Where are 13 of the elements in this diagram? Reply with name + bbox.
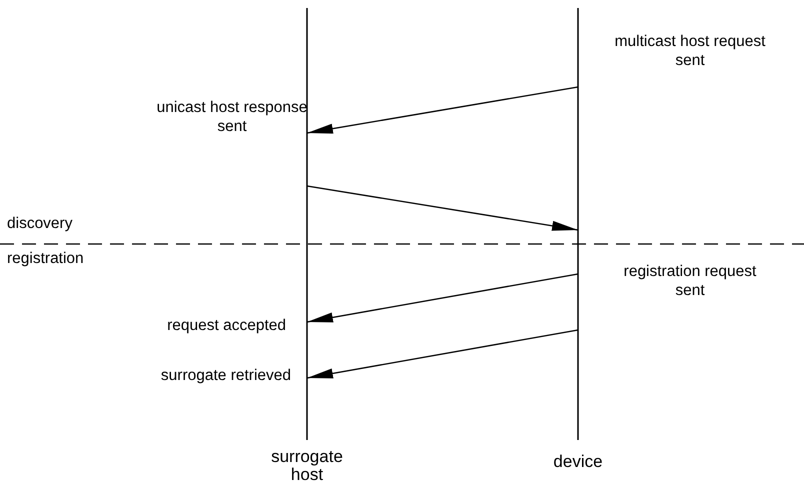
- phase-label: discovery: [7, 214, 74, 233]
- lifeline-label: surrogate host: [270, 448, 344, 484]
- message-arrow: [306, 86, 578, 134]
- event-note: unicast host response sent: [156, 98, 308, 136]
- message-arrow: [306, 329, 578, 379]
- phase-label: registration: [7, 249, 85, 268]
- message-arrow: [306, 185, 578, 231]
- message-arrow: [306, 273, 578, 323]
- event-note: request accepted: [166, 316, 286, 335]
- lifeline-label: device: [552, 453, 604, 471]
- event-note: multicast host request sent: [614, 32, 766, 70]
- event-note: registration request sent: [622, 262, 758, 300]
- event-note: surrogate retrieved: [160, 366, 291, 385]
